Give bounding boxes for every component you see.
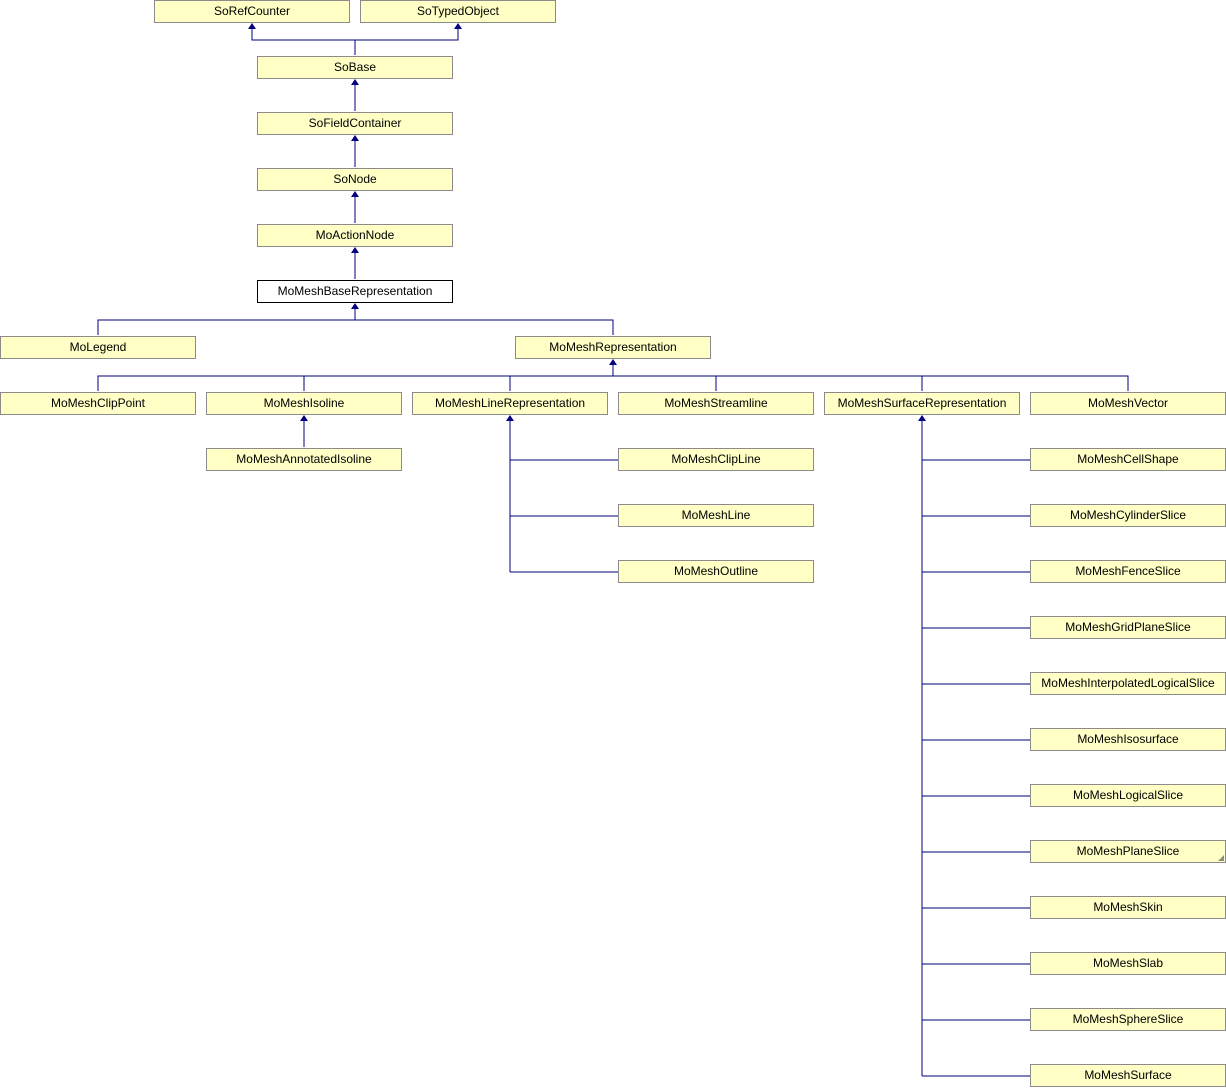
- node-sotypedobject[interactable]: SoTypedObject: [360, 0, 556, 23]
- node-momeshoutline[interactable]: MoMeshOutline: [618, 560, 814, 583]
- node-momeshvector[interactable]: MoMeshVector: [1030, 392, 1226, 415]
- edge-momeshclippoint-to-momeshrepresentation: [97, 359, 617, 391]
- node-moactionnode[interactable]: MoActionNode: [257, 224, 453, 247]
- node-momeshgridplaneslice[interactable]: MoMeshGridPlaneSlice: [1030, 616, 1226, 639]
- node-momeshclippoint[interactable]: MoMeshClipPoint: [0, 392, 196, 415]
- edge-momeshrepresentation-to-momeshbaserepresentation: [355, 319, 614, 335]
- node-sonode[interactable]: SoNode: [257, 168, 453, 191]
- node-momeshcellshape[interactable]: MoMeshCellShape: [1030, 448, 1226, 471]
- node-momeshstreamline[interactable]: MoMeshStreamline: [618, 392, 814, 415]
- node-momeshskin[interactable]: MoMeshSkin: [1030, 896, 1226, 919]
- node-momeshsurfacerepresentation[interactable]: MoMeshSurfaceRepresentation: [824, 392, 1020, 415]
- node-momeshfenceslice[interactable]: MoMeshFenceSlice: [1030, 560, 1226, 583]
- node-momeshcylinderslice[interactable]: MoMeshCylinderSlice: [1030, 504, 1226, 527]
- node-sobase[interactable]: SoBase: [257, 56, 453, 79]
- node-molegend[interactable]: MoLegend: [0, 336, 196, 359]
- node-momeshannotatedisoline[interactable]: MoMeshAnnotatedIsoline: [206, 448, 402, 471]
- node-momeshlogicalslice[interactable]: MoMeshLogicalSlice: [1030, 784, 1226, 807]
- edge-momeshvector-to-momeshrepresentation: [613, 375, 1129, 391]
- node-momeshsphereslice[interactable]: MoMeshSphereSlice: [1030, 1008, 1226, 1031]
- node-momeshlinerepresentation[interactable]: MoMeshLineRepresentation: [412, 392, 608, 415]
- node-momeshbaserepresentation: MoMeshBaseRepresentation: [257, 280, 453, 303]
- node-momeshclipline[interactable]: MoMeshClipLine: [618, 448, 814, 471]
- node-momeshsurface[interactable]: MoMeshSurface: [1030, 1064, 1226, 1087]
- edge-sobase-to-sotypedobject: [355, 23, 462, 41]
- edge-sobase-to-sorefcounter: [248, 23, 356, 55]
- edge-molegend-to-momeshbaserepresentation: [97, 303, 359, 335]
- node-sofieldcontainer[interactable]: SoFieldContainer: [257, 112, 453, 135]
- node-sorefcounter[interactable]: SoRefCounter: [154, 0, 350, 23]
- node-momeshisoline[interactable]: MoMeshIsoline: [206, 392, 402, 415]
- more-children-indicator-icon: [1218, 855, 1224, 861]
- node-momeshplaneslice[interactable]: MoMeshPlaneSlice: [1030, 840, 1226, 863]
- node-momeshrepresentation[interactable]: MoMeshRepresentation: [515, 336, 711, 359]
- node-momeshslab[interactable]: MoMeshSlab: [1030, 952, 1226, 975]
- node-label: MoMeshPlaneSlice: [1076, 844, 1180, 858]
- node-momeshisosurface[interactable]: MoMeshIsosurface: [1030, 728, 1226, 751]
- node-momeshline[interactable]: MoMeshLine: [618, 504, 814, 527]
- node-momeshinterpolatedlogicalslice[interactable]: MoMeshInterpolatedLogicalSlice: [1030, 672, 1226, 695]
